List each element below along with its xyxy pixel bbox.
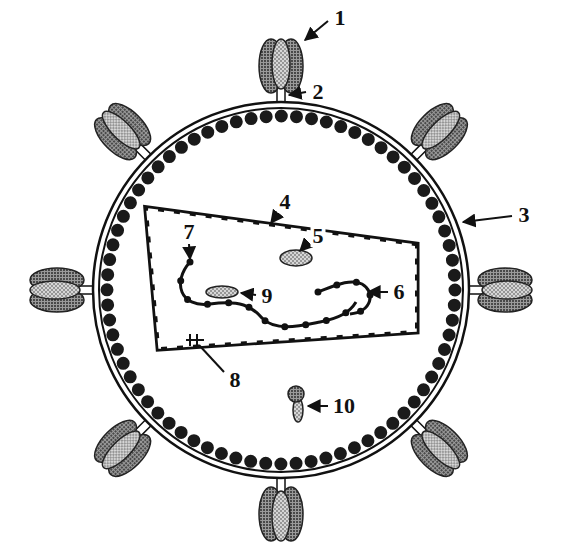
free-protein-head [288, 386, 304, 402]
capsid [148, 210, 415, 347]
callout-number: 8 [228, 369, 243, 391]
callout-number: 1 [333, 7, 348, 29]
small-protein [186, 334, 204, 346]
rna-beads [180, 262, 356, 327]
envelope-spikes [30, 39, 532, 541]
rna-strand [318, 282, 370, 314]
callout-number: 4 [278, 191, 293, 213]
enzyme [206, 286, 238, 298]
callout-number: 3 [517, 204, 532, 226]
callout-number: 6 [392, 281, 407, 303]
capsid-dash [148, 210, 415, 347]
rna-beads [318, 282, 370, 314]
callout-number: 5 [311, 225, 326, 247]
leader-lines [189, 21, 512, 406]
envelope-membrane [93, 102, 469, 478]
envelope-inner [99, 108, 463, 472]
callout-number: 9 [260, 285, 275, 307]
protein-blob [280, 250, 312, 266]
matrix-beads [107, 116, 455, 464]
callout-number: 10 [331, 395, 357, 417]
callout-number: 7 [182, 221, 197, 243]
rna-strand [180, 262, 356, 327]
callout-number: 2 [311, 81, 326, 103]
